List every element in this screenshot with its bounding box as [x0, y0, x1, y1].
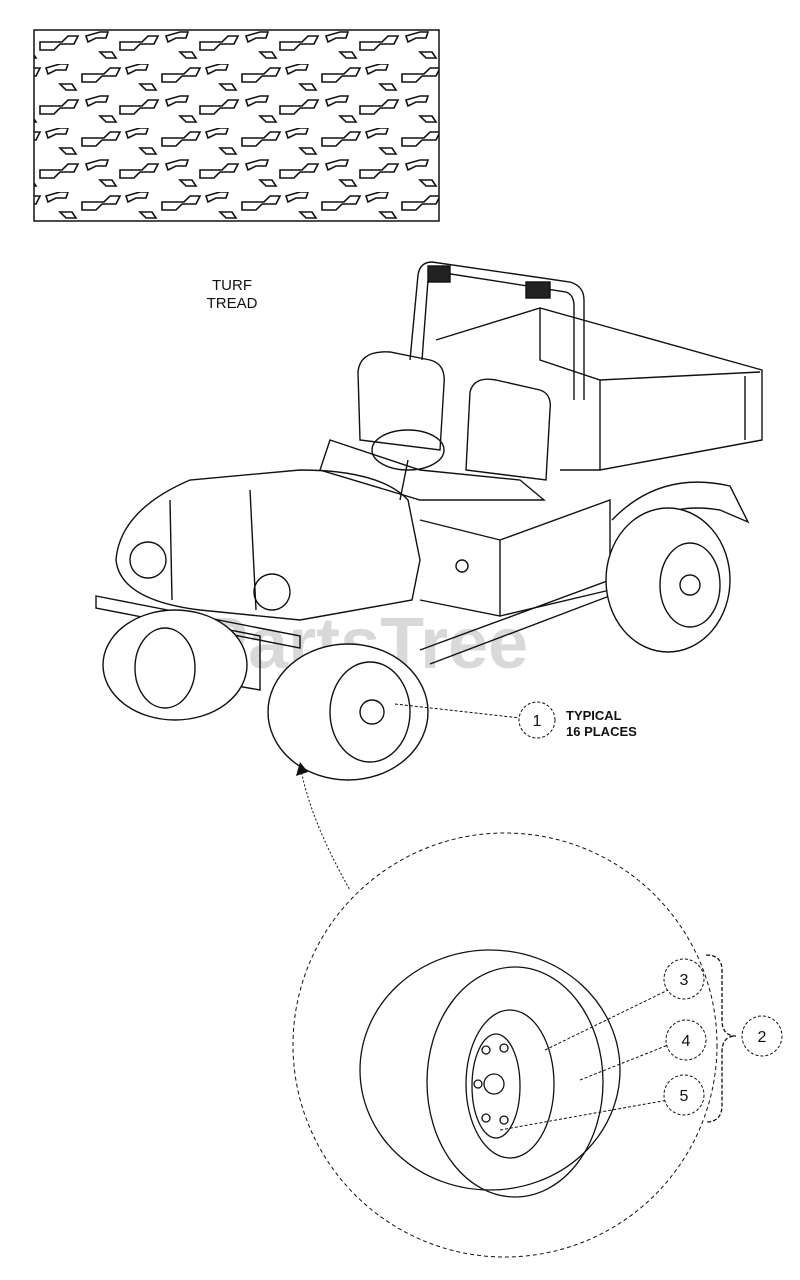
vehicle-wheels	[102, 507, 731, 781]
callout-number-4: 4	[682, 1033, 691, 1050]
tread-pattern-sample	[33, 29, 440, 222]
arrow-head-icon	[296, 762, 308, 776]
callout-number-2: 2	[758, 1029, 767, 1046]
callout-1-note: TYPICAL 16 PLACES	[566, 708, 637, 740]
callout-circle-5: 5	[663, 1074, 705, 1116]
wheel-detail-view	[292, 832, 718, 1258]
callout-circle-1: 1	[518, 701, 556, 739]
leader-lines	[299, 703, 669, 1131]
callout-circle-3: 3	[663, 958, 705, 1000]
callout-circle-4: 4	[665, 1019, 707, 1061]
utility-vehicle-illustration	[95, 261, 763, 691]
callout-number-3: 3	[680, 972, 689, 989]
tread-label: TURF TREAD	[190, 277, 274, 313]
group-bracket	[705, 954, 737, 1123]
callout-number-1: 1	[533, 713, 542, 730]
tread-label-line1: TURF	[212, 277, 252, 294]
callout-1-note-line1: TYPICAL	[566, 708, 622, 723]
callout-1-note-line2: 16 PLACES	[566, 724, 637, 739]
callout-number-5: 5	[680, 1088, 689, 1105]
tread-label-line2: TREAD	[206, 295, 258, 312]
callout-circle-2: 2	[741, 1015, 783, 1057]
